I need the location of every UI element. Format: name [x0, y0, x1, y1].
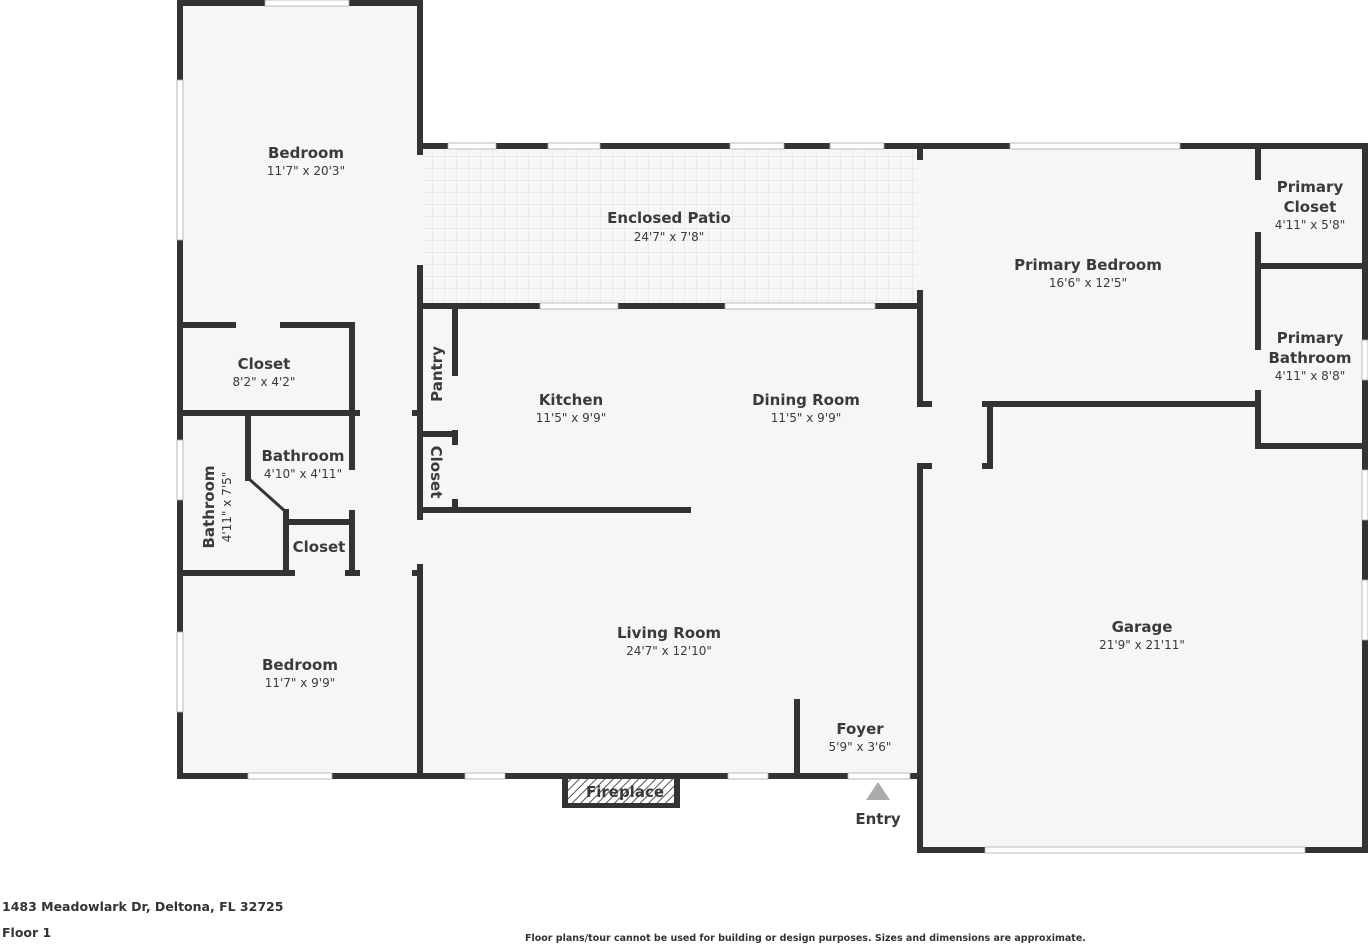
room-name: Bathroom: [200, 465, 218, 548]
room-name: Bathroom: [1268, 349, 1351, 367]
room-name: Foyer: [836, 720, 884, 738]
room-dims: 11'7" x 20'3": [267, 164, 345, 178]
room-name: Kitchen: [539, 391, 603, 409]
room-name: Bedroom: [262, 656, 338, 674]
floor-label: Floor 1: [2, 925, 52, 940]
room-dims: 11'5" x 9'9": [536, 411, 607, 425]
room-dims: 4'11" x 5'8": [1275, 218, 1346, 232]
disclaimer-text: Floor plans/tour cannot be used for buil…: [525, 933, 1086, 944]
room-dims: 4'11" x 7'5": [220, 472, 234, 543]
room-name: Primary: [1277, 329, 1344, 347]
room-dims: 11'7" x 9'9": [265, 676, 336, 690]
room-name: Garage: [1112, 618, 1173, 636]
room-dims: 8'2" x 4'2": [233, 375, 296, 389]
openings: [176, 0, 1368, 854]
fireplace-label: Fireplace: [586, 783, 664, 801]
room-name: Pantry: [428, 346, 446, 402]
room-dims: 24'7" x 12'10": [626, 644, 712, 658]
fireplace: Fireplace: [562, 776, 680, 808]
bathroom-angled-wall: [246, 476, 288, 514]
room-dims: 4'11" x 8'8": [1275, 369, 1346, 383]
enclosed-patio-tiles: [422, 150, 918, 304]
room-name: Living Room: [617, 624, 721, 642]
room-dims: 4'10" x 4'11": [264, 467, 342, 481]
room-name: Dining Room: [752, 391, 860, 409]
room-dims: 16'6" x 12'5": [1049, 276, 1127, 290]
room-name: Primary: [1277, 178, 1344, 196]
entry-arrow-icon: [866, 782, 890, 800]
room-name: Closet: [1284, 198, 1337, 216]
room-name: Closet: [238, 355, 291, 373]
room-dims: 21'9" x 21'11": [1099, 638, 1185, 652]
room-name: Closet: [293, 538, 346, 556]
room-name: Bathroom: [261, 447, 344, 465]
entry-label: Entry: [855, 810, 900, 828]
room-name: Enclosed Patio: [607, 209, 731, 227]
floor-fills: [180, 3, 1365, 850]
room-name: Primary Bedroom: [1014, 256, 1162, 274]
property-address: 1483 Meadowlark Dr, Deltona, FL 32725: [2, 899, 284, 914]
room-name: Closet: [427, 446, 445, 499]
room-labels: Bedroom 11'7" x 20'3" Enclosed Patio 24'…: [200, 144, 1352, 754]
room-name: Bedroom: [268, 144, 344, 162]
room-dims: 5'9" x 3'6": [829, 740, 892, 754]
interior-doors: [236, 155, 1261, 576]
room-dims: 24'7" x 7'8": [634, 230, 705, 244]
room-dims: 11'5" x 9'9": [771, 411, 842, 425]
